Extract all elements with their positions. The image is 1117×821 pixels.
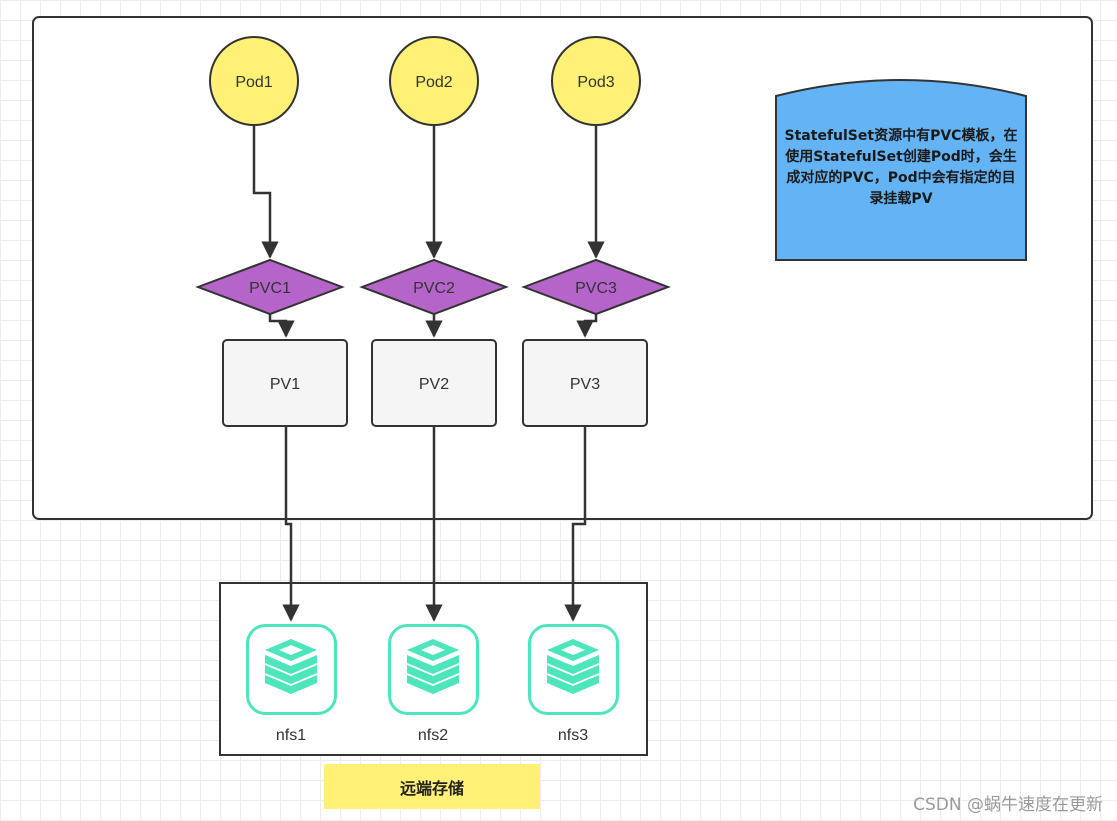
nfs-node-3[interactable] (528, 624, 619, 715)
nfs-node-2[interactable] (388, 624, 479, 715)
pv-label-3: PV3 (570, 376, 600, 393)
pvc-node-3[interactable]: PVC3 (521, 258, 671, 316)
nfs-node-1[interactable] (246, 624, 337, 715)
pvc-node-1[interactable]: PVC1 (195, 258, 345, 316)
pvc-label-3: PVC3 (575, 280, 617, 297)
edge-pvc1-pv1 (268, 314, 295, 338)
note-shape (775, 79, 1027, 261)
pod-node-1[interactable]: Pod1 (209, 36, 299, 126)
edge-pv3-nfs3 (564, 427, 587, 622)
nfs-label-1: nfs1 (276, 727, 306, 744)
watermark: CSDN @蜗牛速度在更新 (913, 795, 1103, 815)
database-stack-icon (388, 624, 479, 715)
pv-node-3[interactable]: PV3 (522, 339, 648, 427)
pod-label-2: Pod2 (415, 74, 452, 91)
pv-node-2[interactable]: PV2 (371, 339, 497, 427)
remote-storage-caption: 远端存储 (324, 764, 540, 809)
pvc-label-1: PVC1 (249, 280, 291, 297)
pod-node-2[interactable]: Pod2 (389, 36, 479, 126)
nfs-label-2: nfs2 (418, 727, 448, 744)
pod-label-3: Pod3 (577, 74, 614, 91)
edge-pod1-pvc1 (252, 126, 279, 259)
pod-node-3[interactable]: Pod3 (551, 36, 641, 126)
edge-pv1-nfs1 (282, 427, 300, 622)
pv-node-1[interactable]: PV1 (222, 339, 348, 427)
pvc-node-2[interactable]: PVC2 (359, 258, 509, 316)
note-text: StatefulSet资源中有PVC模板，在使用StatefulSet创建Pod… (784, 128, 1018, 207)
edge-pvc3-pv3 (576, 314, 598, 338)
database-stack-icon (528, 624, 619, 715)
nfs-label-3: nfs3 (558, 727, 588, 744)
pod-label-1: Pod1 (235, 74, 272, 91)
database-stack-icon (246, 624, 337, 715)
pvc-label-2: PVC2 (413, 280, 455, 297)
pv-label-2: PV2 (419, 376, 449, 393)
pv-label-1: PV1 (270, 376, 300, 393)
